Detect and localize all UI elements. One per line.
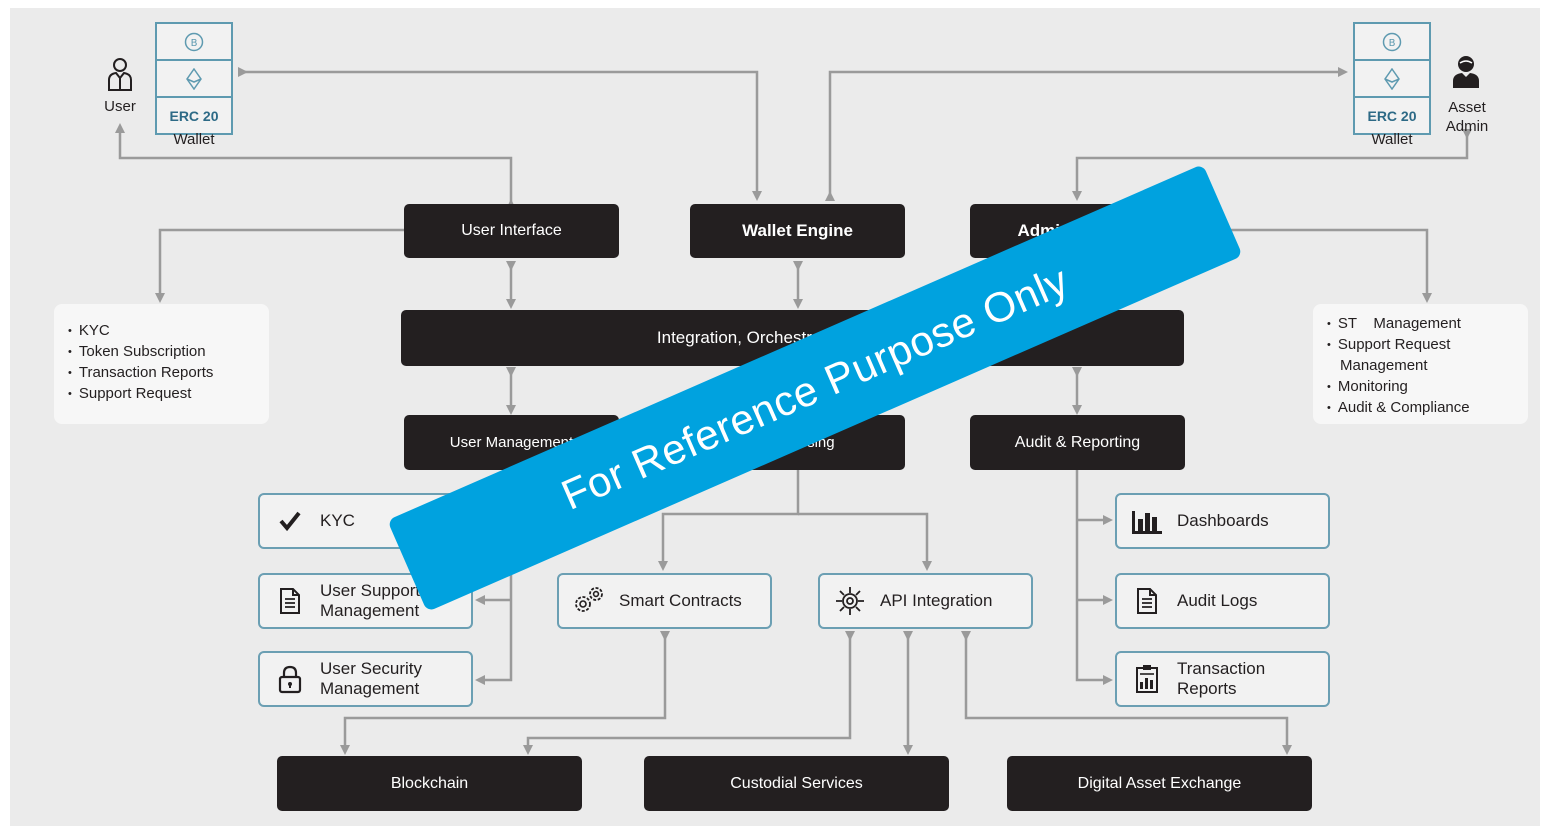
smart-contracts-module: Smart Contracts: [557, 573, 772, 629]
svg-text:B: B: [191, 38, 198, 49]
document-icon: [260, 587, 320, 615]
blockchain-box: Blockchain: [277, 756, 582, 811]
report-clipboard-icon: [1117, 664, 1177, 694]
audit-reporting-box: Audit & Reporting: [970, 415, 1185, 470]
bitcoin-icon: B: [1355, 24, 1429, 61]
digital-asset-exchange-box: Digital Asset Exchange: [1007, 756, 1312, 811]
user-icon: [106, 56, 134, 97]
network-gear-icon: [820, 585, 880, 617]
bitcoin-icon: B: [157, 24, 231, 61]
user-security-label: User Security Management: [320, 659, 423, 698]
asset-admin-icon: [1451, 54, 1481, 93]
kyc-module-label: KYC: [320, 511, 355, 530]
right-wallet-caption: Wallet: [1371, 131, 1413, 148]
card-item: Support Request: [1327, 335, 1528, 356]
left-wallet-token: ERC 20: [169, 107, 219, 124]
right-wallet-token: ERC 20: [1367, 107, 1417, 124]
custodial-services-box: Custodial Services: [644, 756, 949, 811]
user-support-label: User Support Management: [320, 581, 421, 620]
transaction-reports-module: Transaction Reports: [1115, 651, 1330, 707]
svg-text:B: B: [1389, 38, 1396, 49]
left-wallet-caption: Wallet: [173, 131, 215, 148]
smart-contracts-label: Smart Contracts: [619, 591, 742, 610]
card-item: Support Request: [68, 384, 269, 405]
left-wallet: B ERC 20: [155, 22, 233, 135]
user-security-module: User Security Management: [258, 651, 473, 707]
transaction-reports-label: Transaction Reports: [1177, 659, 1266, 698]
card-item: Monitoring: [1327, 377, 1528, 398]
api-integration-module: API Integration: [818, 573, 1033, 629]
document-icon: [1117, 587, 1177, 615]
checkmark-icon: [260, 511, 320, 531]
dashboards-label: Dashboards: [1177, 511, 1269, 530]
wallet-engine-box: Wallet Engine: [690, 204, 905, 258]
card-item: Audit & Compliance: [1327, 398, 1528, 419]
right-wallet: B ERC 20: [1353, 22, 1431, 135]
admin-features-card: ST Management Support Request Management…: [1313, 304, 1528, 424]
api-integration-label: API Integration: [880, 591, 993, 610]
lock-icon: [260, 664, 320, 694]
card-item: Token Subscription: [68, 342, 269, 363]
ethereum-icon: [157, 61, 231, 98]
user-label: User: [104, 98, 136, 115]
card-item: KYC: [68, 321, 269, 342]
audit-logs-module: Audit Logs: [1115, 573, 1330, 629]
ethereum-icon: [1355, 61, 1429, 98]
user-interface-box: User Interface: [404, 204, 619, 258]
asset-admin-label: Asset Admin: [1445, 99, 1489, 135]
dashboards-module: Dashboards: [1115, 493, 1330, 549]
user-features-card: KYC Token Subscription Transaction Repor…: [54, 304, 269, 424]
card-item: Management: [1340, 357, 1428, 374]
gears-icon: [559, 585, 619, 617]
card-item: Transaction Reports: [68, 363, 269, 384]
card-item: ST Management: [1327, 314, 1528, 335]
audit-logs-label: Audit Logs: [1177, 591, 1258, 610]
bar-chart-icon: [1117, 507, 1177, 535]
